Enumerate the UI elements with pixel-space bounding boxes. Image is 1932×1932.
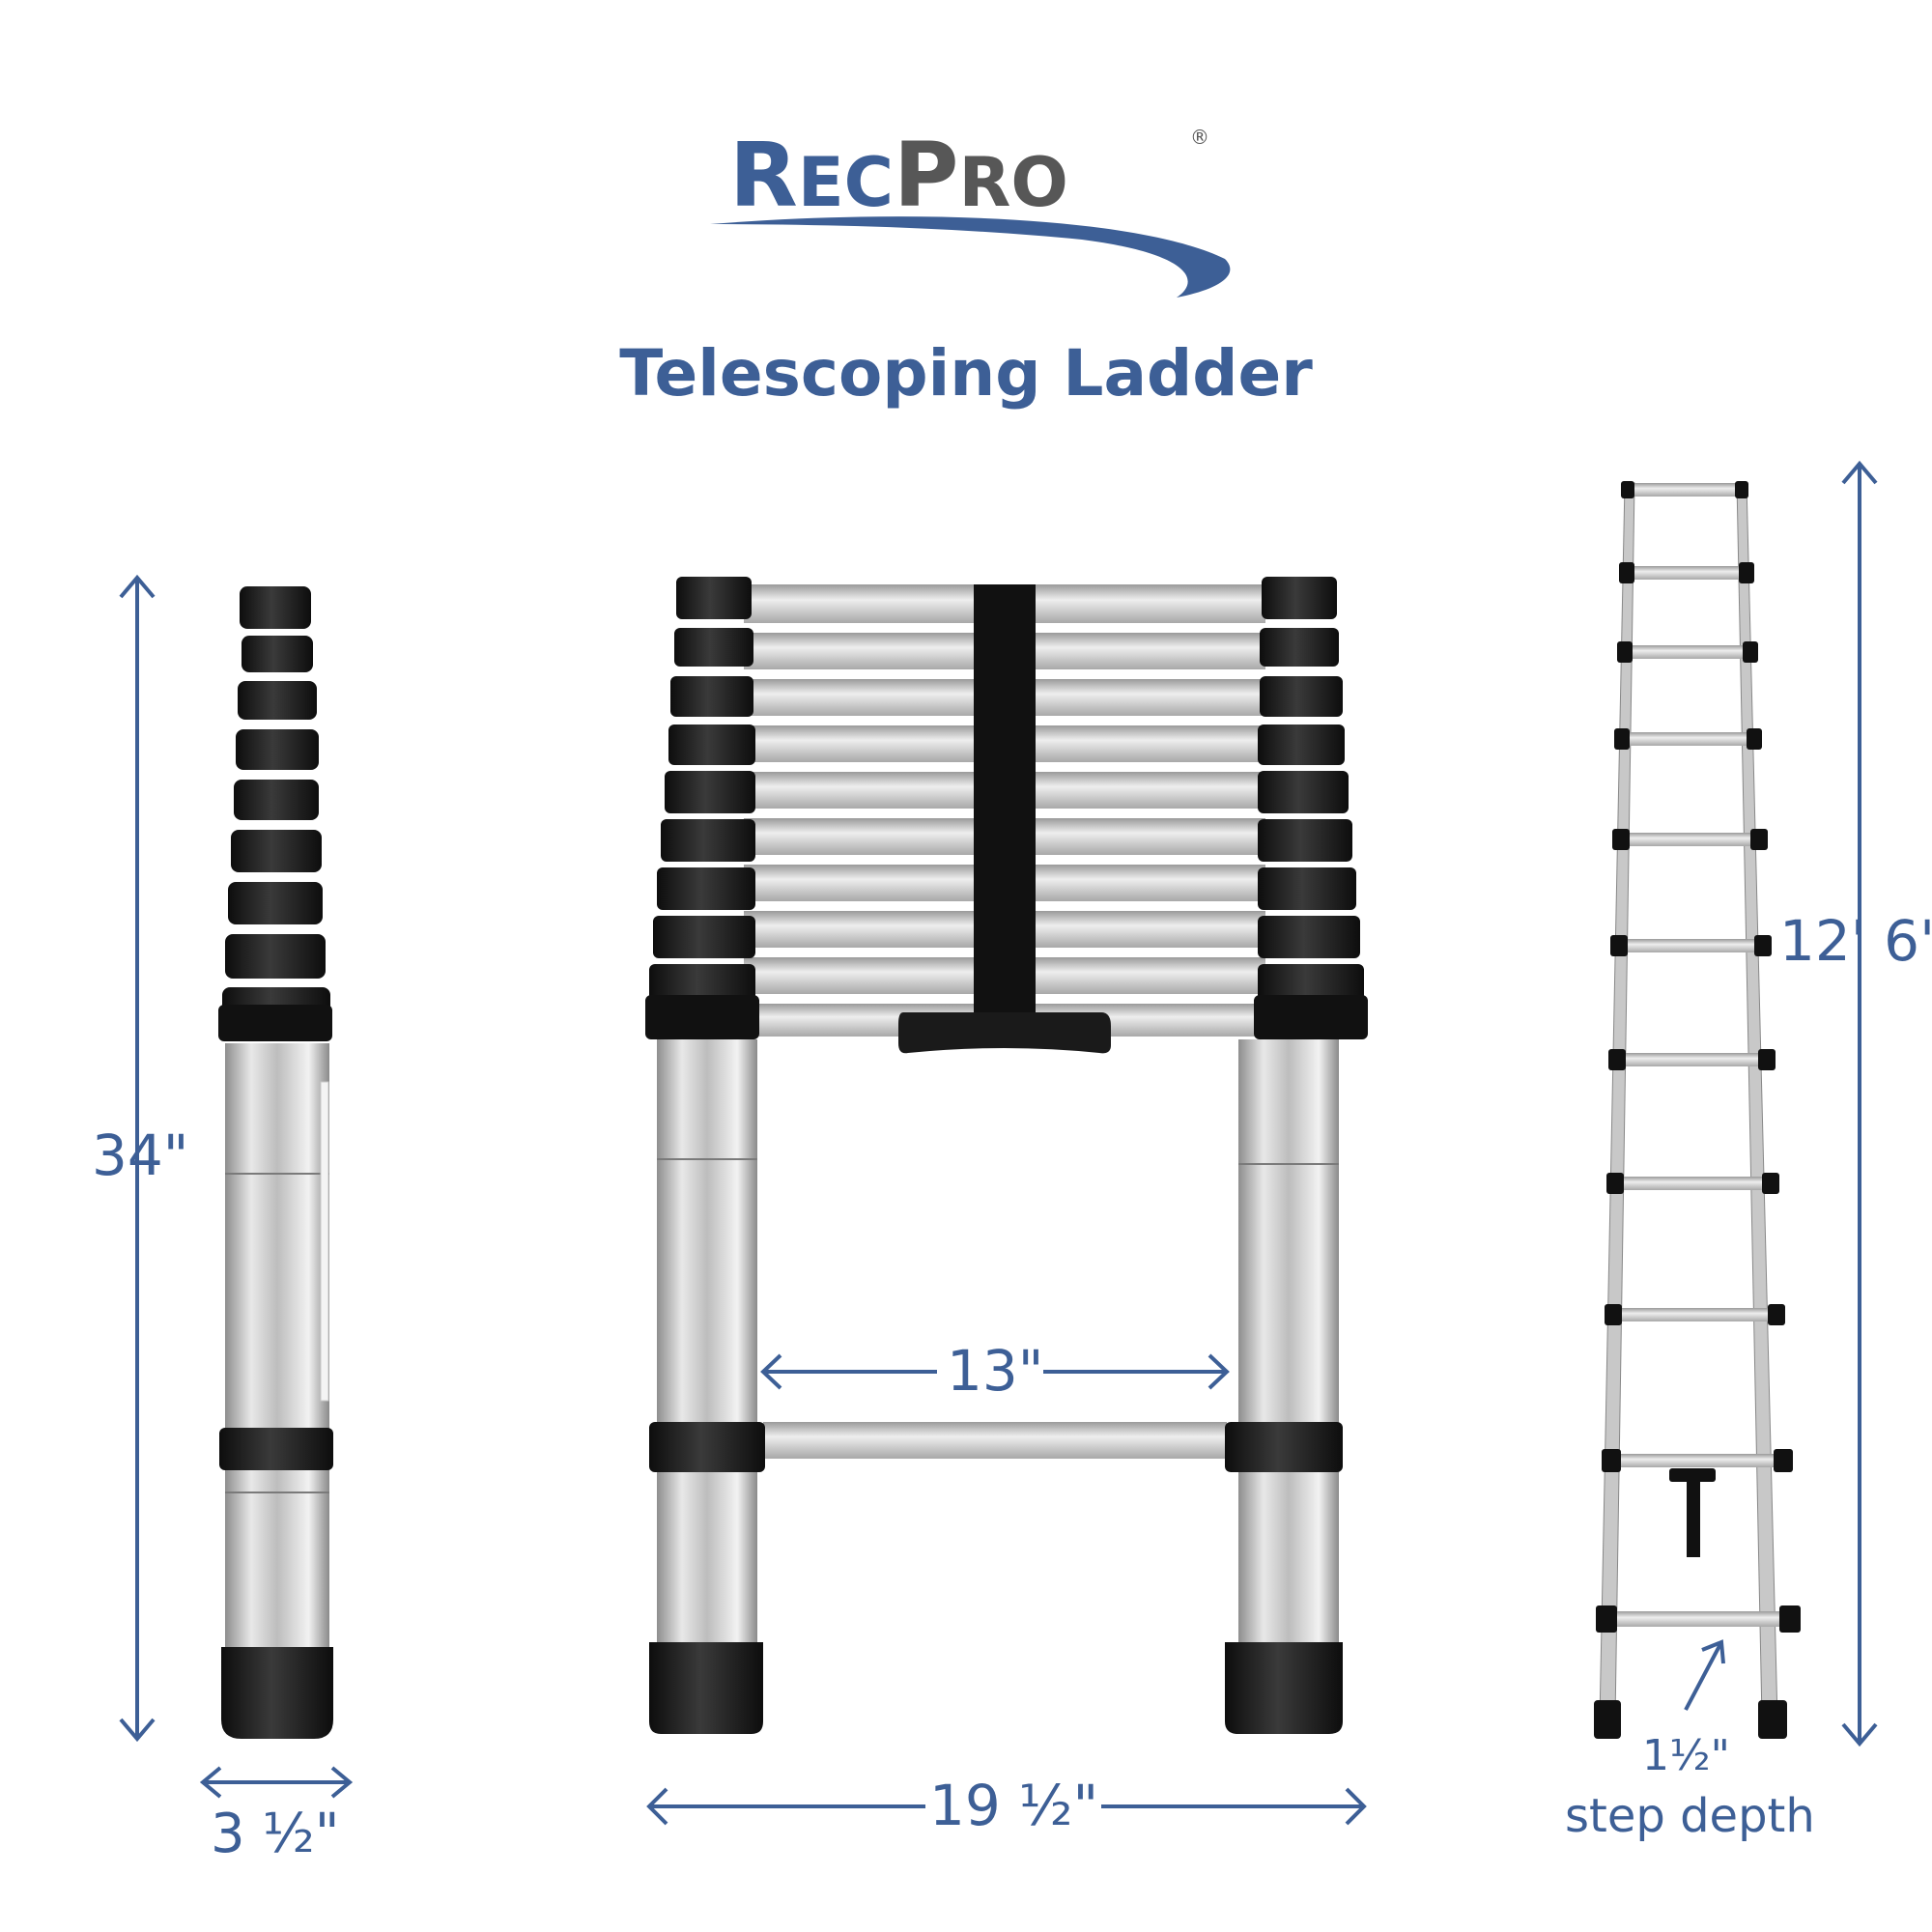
extended-height-label: 12' 6"	[1779, 908, 1932, 974]
pole-diameter-label: 3 ½"	[211, 1803, 340, 1865]
product-title: Telescoping Ladder	[619, 336, 1313, 411]
step-depth-value: 1½"	[1642, 1731, 1730, 1780]
logo-swoosh	[710, 216, 1231, 298]
step-depth-label: step depth	[1565, 1789, 1815, 1843]
collapsed-height-label: 34"	[92, 1122, 189, 1188]
diameter-arrow	[199, 1766, 354, 1799]
collapsed-height-arrow	[119, 574, 156, 1743]
inner-width-arrow	[760, 1353, 1230, 1390]
extended-ladder	[1594, 481, 1801, 1739]
collapsed-ladder-front	[645, 577, 1368, 1734]
outer-width-label: 19 ½"	[929, 1773, 1099, 1838]
recpro-logo: RECPRO	[729, 124, 1068, 227]
step-depth-arrow	[1684, 1639, 1725, 1711]
inner-width-label: 13"	[947, 1338, 1044, 1404]
collapsed-ladder-side	[218, 586, 333, 1739]
extended-height-arrow	[1841, 460, 1878, 1747]
outer-width-arrow	[646, 1787, 1367, 1826]
registered-mark: ®	[1190, 126, 1209, 149]
